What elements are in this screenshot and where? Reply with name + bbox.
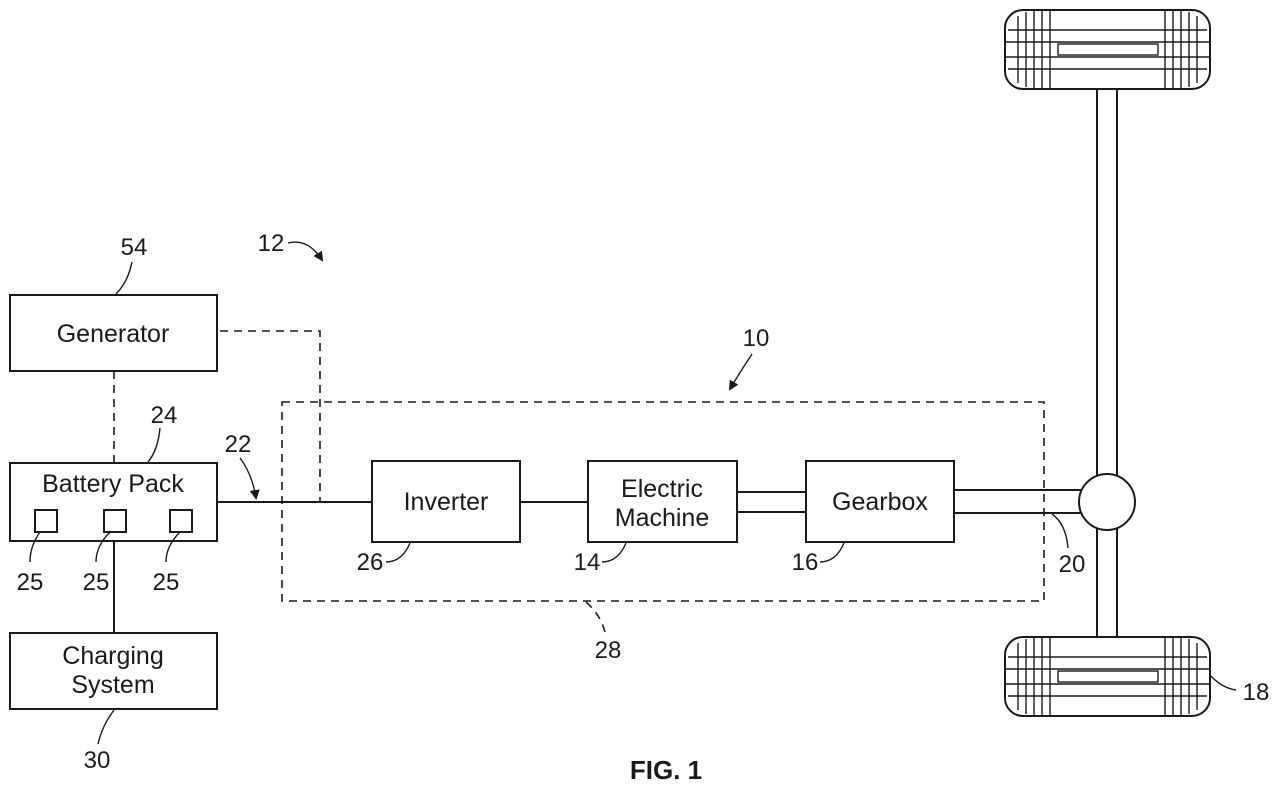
leader-54 [115, 261, 133, 295]
leader-25-middle [95, 531, 111, 563]
ref-25-right: 25 [153, 569, 180, 596]
leader-20 [1051, 513, 1069, 549]
ref-30: 30 [84, 747, 111, 774]
battery-cell-middle [103, 509, 127, 533]
ref-54: 54 [121, 234, 148, 261]
inverter-label: Inverter [404, 488, 489, 516]
charging-system-box [9, 632, 218, 710]
charging-system-label-line1: Charging [62, 642, 163, 670]
ref-26: 26 [357, 549, 384, 576]
ref-20: 20 [1059, 551, 1086, 578]
battery-pack-label: Battery Pack [42, 470, 184, 498]
battery-cell-right [169, 509, 193, 533]
ref-28: 28 [595, 637, 622, 664]
generator-to-bus-dashed-line [220, 330, 321, 502]
arrow-12 [287, 241, 324, 262]
electric-machine-box [587, 460, 738, 543]
electric-machine-label-line1: Electric [621, 475, 703, 503]
generator-box [9, 294, 218, 372]
charging-system-label-line2: System [71, 671, 154, 699]
leader-25-left [29, 531, 41, 563]
leader-18 [1210, 675, 1237, 691]
ref-25-middle: 25 [83, 569, 110, 596]
wheel-top [1004, 9, 1211, 90]
leader-30 [97, 709, 115, 745]
leader-14 [601, 542, 627, 563]
ref-16: 16 [792, 549, 819, 576]
leader-24 [147, 427, 161, 463]
ref-14: 14 [574, 549, 601, 576]
gearbox-label: Gearbox [832, 488, 928, 516]
inverter-box [371, 460, 521, 543]
ref-10: 10 [743, 325, 770, 352]
gearbox-box [805, 460, 955, 543]
arrow-22 [239, 457, 260, 500]
leader-26 [385, 542, 411, 563]
generator-label: Generator [57, 320, 170, 348]
ref-24: 24 [151, 402, 178, 429]
wheel-bottom [1004, 636, 1211, 717]
leader-25-right [165, 531, 181, 563]
battery-cell-left [34, 509, 58, 533]
leader-28 [585, 601, 606, 633]
ref-22: 22 [225, 431, 252, 458]
arrow-10 [728, 353, 753, 391]
leader-16 [819, 542, 845, 563]
differential [1078, 473, 1136, 531]
ref-18: 18 [1243, 679, 1270, 706]
ref-12: 12 [258, 230, 285, 257]
figure-label: FIG. 1 [630, 755, 702, 785]
electric-machine-label-line2: Machine [615, 504, 710, 532]
ref-25-left: 25 [17, 569, 44, 596]
